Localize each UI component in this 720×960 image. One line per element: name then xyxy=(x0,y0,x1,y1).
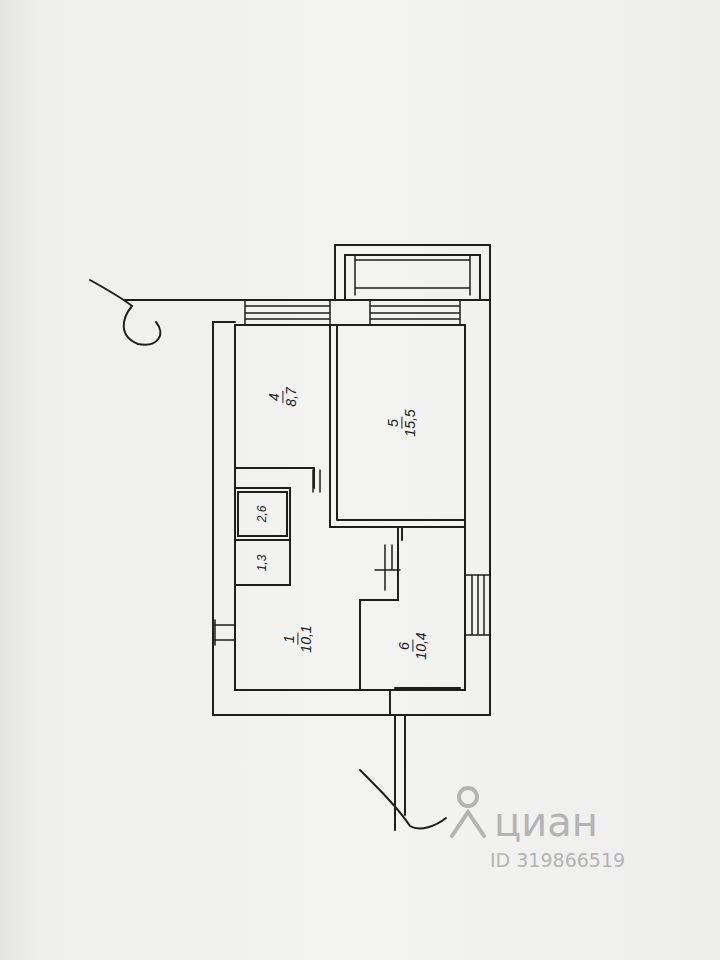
wall-joint xyxy=(213,322,390,715)
hallway: 110,1 xyxy=(237,590,358,688)
balcony xyxy=(335,245,490,300)
room: 48,7 xyxy=(237,327,329,467)
watermark: циан xyxy=(494,800,598,844)
room-area: 1,3 xyxy=(256,553,270,574)
room-label: 110,1 xyxy=(281,623,314,654)
door-mark xyxy=(213,470,400,645)
partition xyxy=(330,325,465,527)
bathroom: 2,6 xyxy=(239,493,286,535)
room-area: 2,6 xyxy=(256,504,270,525)
room-label: 48,7 xyxy=(266,385,299,408)
balcony-rail xyxy=(355,255,470,295)
outer-wall xyxy=(125,300,490,715)
watermark-id: ID 319866519 xyxy=(490,850,625,871)
stair-mark xyxy=(360,715,446,830)
room-number: 6 xyxy=(396,640,413,652)
partition xyxy=(235,468,314,488)
room-number: 5 xyxy=(385,417,402,429)
room-number: 1 xyxy=(281,633,298,645)
watermark-icon xyxy=(452,788,484,836)
stair-mark xyxy=(90,280,160,345)
sanitary-block xyxy=(235,488,290,585)
partition xyxy=(395,527,460,688)
inner-wall xyxy=(235,325,465,690)
room-label: 610,4 xyxy=(396,630,429,661)
room-area: 8,7 xyxy=(284,385,300,408)
room-number: 4 xyxy=(266,391,283,403)
window xyxy=(370,300,460,325)
room-label: 515,5 xyxy=(385,407,418,438)
kitchen: 610,4 xyxy=(362,603,464,688)
window xyxy=(465,575,490,635)
room-area: 10,1 xyxy=(298,623,314,654)
room-area: 10,4 xyxy=(414,630,430,661)
window xyxy=(245,300,330,325)
toilet: 1,3 xyxy=(237,542,289,584)
room-label: 1,3 xyxy=(256,553,270,574)
room-area: 15,5 xyxy=(402,407,418,438)
room: 515,5 xyxy=(339,327,464,519)
room-label: 2,6 xyxy=(256,504,270,525)
